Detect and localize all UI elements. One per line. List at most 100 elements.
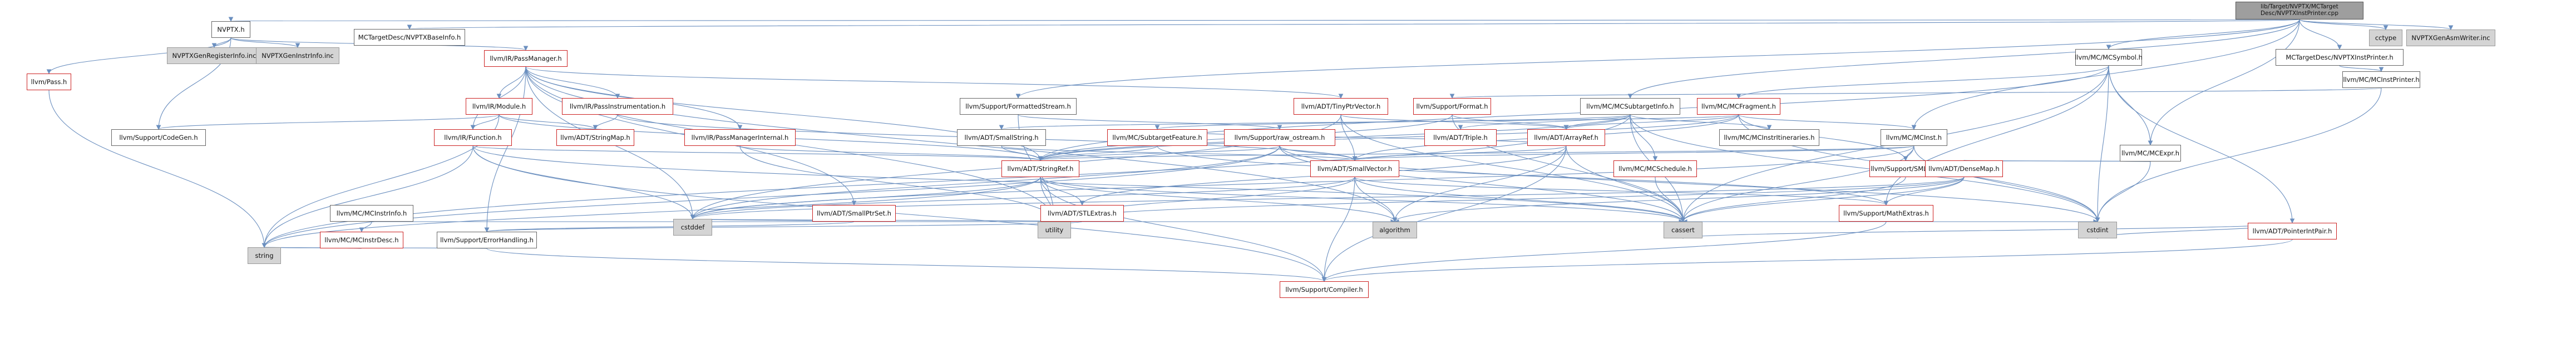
edge-support_mathextras-to-support_compiler [1321, 221, 1887, 282]
node-adt-smallstring[interactable]: llvm/ADT/SmallString.h [957, 129, 1046, 146]
edge-mc_inst-to-cassert [1680, 145, 1914, 223]
edge-mc_symbol-to-adt_stringref [1038, 65, 2109, 162]
edge-adt_stringref-to-support_compiler [1040, 177, 1327, 282]
node-adt-densemap[interactable]: llvm/ADT/DenseMap.h [1925, 160, 2003, 177]
edge-support_rawostream-to-adt_stringref [1038, 145, 1280, 162]
node-cstddef[interactable]: cstddef [673, 219, 712, 236]
node-mc-instprinter[interactable]: llvm/MC/MCInstPrinter.h [2342, 71, 2420, 88]
edge-mc_subtargetinfo-to-mc_instritin [1630, 114, 1772, 130]
edge-root-to-genasmwriter [2299, 19, 2454, 31]
edge-mc_fragment-to-adt_smallstring [999, 114, 1739, 130]
edge-mc_subtargetinfo-to-mc_schedule [1630, 114, 1658, 162]
node-mc-instrdesc[interactable]: llvm/MC/MCInstrDesc.h [320, 232, 403, 248]
edge-root-to-mc_subtargetinfo [1627, 19, 2300, 99]
edge-mc_symbol-to-support_mathextras [1883, 65, 2109, 206]
edge-adt_smallvector-to-support_compiler [1321, 177, 1355, 282]
edge-mc_symbol-to-mc_fragment [1736, 65, 2109, 99]
node-cstdint[interactable]: cstdint [2078, 222, 2117, 238]
edge-mc_symbol-to-mc_expr [2108, 65, 2153, 146]
node-ir-pminternal[interactable]: llvm/IR/PassManagerInternal.h [684, 129, 796, 146]
node-adt-stringmap[interactable]: llvm/ADT/StringMap.h [556, 129, 634, 146]
node-cctype[interactable]: cctype [2369, 30, 2402, 46]
edge-mc_inst-to-adt_smallvector [1353, 145, 1914, 162]
edge-adt_smallvector-to-support_mathextras [1354, 177, 1889, 206]
edge-pass-to-string [48, 90, 267, 248]
node-genregister[interactable]: NVPTXGenRegisterInfo.inc [167, 47, 261, 64]
node-support-rawostream[interactable]: llvm/Support/raw_ostream.h [1224, 129, 1335, 146]
edge-root-to-mc_symbol [2106, 19, 2300, 50]
node-string[interactable]: string [248, 247, 281, 264]
edge-ir_passmanager-to-adt_tinyptr [525, 66, 1343, 99]
node-adt-triple[interactable]: llvm/ADT/Triple.h [1424, 129, 1497, 146]
edge-mc_inst-to-cstdint [1913, 145, 2100, 223]
edge-adt_smallptrset-to-support_errorhandling [485, 221, 855, 233]
node-support-fmtstream[interactable]: llvm/Support/FormattedStream.h [960, 98, 1077, 115]
node-support-mathextras[interactable]: llvm/Support/MathExtras.h [1839, 205, 1933, 222]
edge-adt_arrayref-to-support_compiler [1321, 145, 1567, 282]
node-mc-instrinfo[interactable]: llvm/MC/MCInstrInfo.h [330, 205, 413, 222]
edge-mctd_instprinter-to-mc_instprinter [2339, 65, 2384, 72]
edge-ir_passmanager-to-ir_passinstr [525, 66, 620, 99]
node-adt-stlextras[interactable]: llvm/ADT/STLExtras.h [1040, 205, 1124, 222]
edge-mc_instprinter-to-support_format [1450, 87, 2382, 99]
node-adt-arrayref[interactable]: llvm/ADT/ArrayRef.h [1527, 129, 1605, 146]
node-genasmwriter[interactable]: NVPTXGenAsmWriter.inc [2406, 30, 2495, 46]
node-utility[interactable]: utility [1038, 222, 1071, 238]
edge-mc_fragment-to-mc_inst [1738, 114, 1917, 130]
node-ir-passmanager[interactable]: llvm/IR/PassManager.h [484, 50, 567, 67]
edge-adt_ptrintpair-to-support_compiler [1321, 239, 2293, 282]
node-support-compiler[interactable]: llvm/Support/Compiler.h [1280, 281, 1369, 298]
node-mc-symbol[interactable]: llvm/MC/MCSymbol.h [2075, 49, 2143, 66]
node-algorithm[interactable]: algorithm [1373, 222, 1417, 238]
node-support-errorhandling[interactable]: llvm/Support/ErrorHandling.h [437, 232, 537, 248]
node-mc-inst[interactable]: llvm/MC/MCInst.h [1881, 129, 1947, 146]
edge-root-to-mctd_instprinter [2299, 19, 2342, 50]
edge-adt_densemap-to-cassert [1680, 177, 1965, 223]
node-mc-subfeature[interactable]: llvm/MC/SubtargetFeature.h [1107, 129, 1207, 146]
node-mc-expr[interactable]: llvm/MC/MCExpr.h [2120, 145, 2181, 162]
edge-support_rawostream-to-adt_smallvector [1279, 145, 1358, 162]
edge-adt_stringref-to-algorithm [1040, 177, 1398, 223]
edge-adt_arrayref-to-algorithm [1392, 145, 1567, 223]
node-adt-tinyptr[interactable]: llvm/ADT/TinyPtrVector.h [1294, 98, 1388, 115]
node-support-smloc[interactable]: llvm/Support/SMLoc.h [1869, 160, 1942, 177]
edge-ir_function-to-support_compiler [472, 145, 1327, 282]
node-nvptx-h[interactable]: NVPTX.h [211, 21, 250, 38]
node-mctd-baseinfo[interactable]: MCTargetDesc/NVPTXBaseInfo.h [354, 29, 465, 46]
edge-mc_subtargetinfo-to-adt_triple [1458, 114, 1631, 130]
edge-root-to-support_fmtstream [1015, 19, 2300, 99]
edge-mc_symbol-to-adt_ptrintpair [2108, 65, 2295, 224]
node-ir-module[interactable]: llvm/IR/Module.h [466, 98, 532, 115]
edge-mc_symbol-to-cstdint [2095, 65, 2109, 223]
node-mc-schedule[interactable]: llvm/MC/MCSchedule.h [1613, 160, 1697, 177]
edge-support_rawostream-to-string [261, 145, 1280, 248]
node-geninstrinfo[interactable]: NVPTXGenInstrInfo.inc [256, 47, 339, 64]
node-root[interactable]: lib/Target/NVPTX/MCTarget Desc/NVPTXInst… [2236, 2, 2363, 19]
edge-support_fmtstream-to-support_rawostream [1018, 114, 1282, 130]
node-support-codegen[interactable]: llvm/Support/CodeGen.h [111, 129, 206, 146]
edge-ir_module-to-ir_function [470, 114, 500, 130]
node-support-format[interactable]: llvm/Support/Format.h [1413, 98, 1491, 115]
edge-ir_pminternal-to-utility [739, 145, 1057, 223]
node-mctd-instprinter[interactable]: MCTargetDesc/NVPTXInstPrinter.h [2276, 49, 2404, 66]
node-cassert[interactable]: cassert [1664, 222, 1702, 238]
node-adt-ptrintpair[interactable]: llvm/ADT/PointerIntPair.h [2248, 223, 2337, 239]
node-mc-fragment[interactable]: llvm/MC/MCFragment.h [1697, 98, 1780, 115]
node-adt-smallptrset[interactable]: llvm/ADT/SmallPtrSet.h [812, 205, 896, 222]
node-adt-smallvector[interactable]: llvm/ADT/SmallVector.h [1310, 160, 1399, 177]
node-ir-function[interactable]: llvm/IR/Function.h [434, 129, 512, 146]
node-pass[interactable]: llvm/Pass.h [27, 74, 71, 90]
node-ir-passinstr[interactable]: llvm/IR/PassInstrumentation.h [562, 98, 673, 115]
edge-ir_module-to-adt_stringmap [499, 114, 598, 130]
edge-adt_tinyptr-to-cassert [1340, 114, 1686, 223]
edge-mc_fragment-to-adt_stringref [1038, 114, 1739, 162]
node-mc-instritin[interactable]: llvm/MC/MCInstrItineraries.h [1719, 129, 1819, 146]
edge-ir_function-to-adt_stringref [472, 145, 1043, 162]
edge-ir_passmanager-to-ir_module [496, 66, 526, 99]
edge-ir_module-to-support_codegen [156, 114, 500, 130]
edge-nvptx_h-to-pass [46, 37, 231, 75]
node-mc-subtargetinfo[interactable]: llvm/MC/MCSubtargetInfo.h [1580, 98, 1680, 115]
edge-mc_schedule-to-cassert [1655, 177, 1686, 223]
edge-ir_function-to-cassert [472, 145, 1686, 223]
node-adt-stringref[interactable]: llvm/ADT/StringRef.h [1001, 160, 1079, 177]
